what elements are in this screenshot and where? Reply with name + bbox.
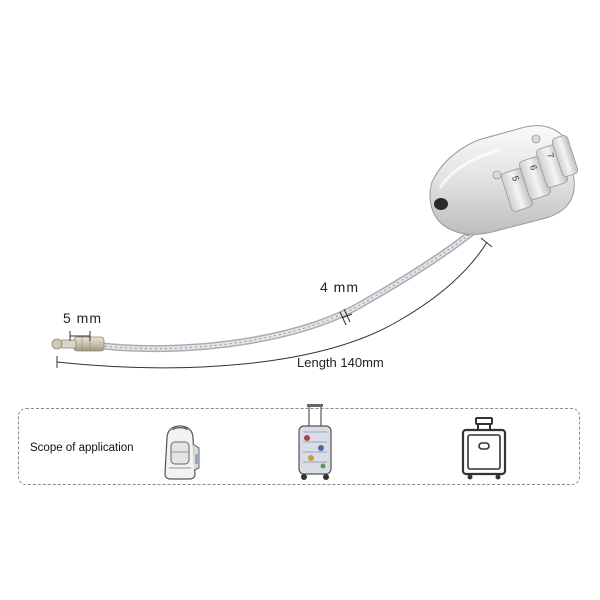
trolley-icon bbox=[461, 417, 507, 480]
backpack-icon bbox=[164, 425, 200, 480]
combination-lock: 5 6 7 bbox=[429, 125, 579, 236]
cable-length-label: Length 140mm bbox=[297, 355, 384, 370]
scope-of-application-panel: Scope of application bbox=[18, 404, 580, 485]
dimension-lines bbox=[56, 237, 493, 369]
dial-digit: 5 bbox=[510, 175, 521, 183]
dial-digit: 6 bbox=[528, 164, 539, 172]
combination-dials: 5 6 7 bbox=[500, 135, 579, 212]
dial-digit: 7 bbox=[545, 152, 556, 160]
shackle-diameter-label: 5 mm bbox=[63, 310, 102, 326]
steel-cable bbox=[91, 226, 479, 353]
cable-tip bbox=[51, 336, 105, 352]
scope-label: Scope of application bbox=[30, 442, 134, 454]
suitcase-icon bbox=[298, 404, 332, 480]
cable-diameter-label: 4 mm bbox=[320, 279, 359, 295]
